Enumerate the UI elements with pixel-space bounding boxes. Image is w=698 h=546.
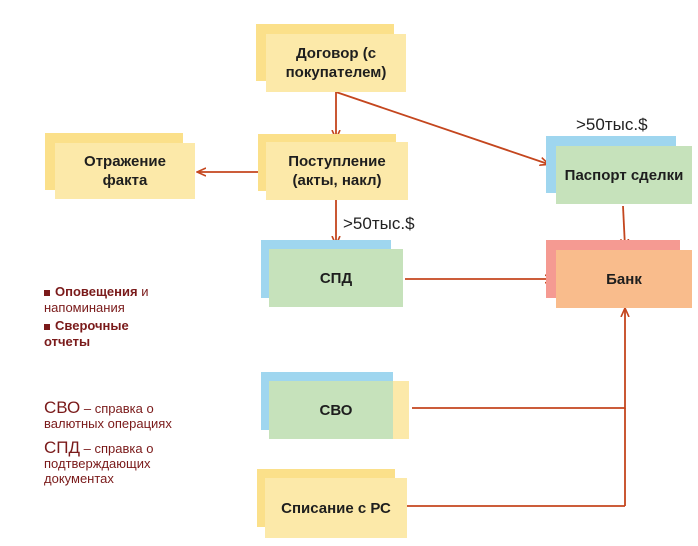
arrow-dogovor-to-pasport <box>335 91 548 164</box>
abbr-spd: СПД – справка о подтверждающих документа… <box>44 438 184 486</box>
bullet-icon <box>44 289 50 296</box>
abbr-svo-term: СВО <box>44 398 81 417</box>
node-pasport: Паспорт сделки <box>546 136 692 204</box>
node-otrazhenie-label: Отражение факта <box>55 143 195 199</box>
node-postuplenie-label: Поступление (акты, накл) <box>266 142 408 200</box>
node-svo: СВО <box>261 372 411 442</box>
node-postuplenie: Поступление (акты, накл) <box>258 134 410 200</box>
abbr-svo-def: – справка о валютных операциях <box>44 401 172 431</box>
node-spisanie-label: Списание с РС <box>265 478 407 538</box>
node-pasport-label: Паспорт сделки <box>556 146 692 204</box>
node-bank-label: Банк <box>556 250 692 308</box>
abbr-svo: СВО – справка о валютных операциях <box>44 398 194 431</box>
legend-notifications: Оповещения и напоминания <box>44 284 179 316</box>
node-spd-label: СПД <box>269 249 403 307</box>
legend-item1-bold: Оповещения <box>55 284 138 299</box>
node-dogovor: Договор (с покупателем) <box>256 24 408 92</box>
node-otrazhenie: Отражение факта <box>45 133 197 199</box>
legend-item1-rest: и напоминания <box>44 284 149 315</box>
legend-item2-bold: Сверочные отчеты <box>44 318 129 349</box>
arrow-svo-to-bank <box>412 309 625 409</box>
bullet-icon <box>44 323 50 330</box>
abbr-spd-term: СПД <box>44 438 81 457</box>
condition-spd-threshold: >50тыс.$ <box>343 214 415 233</box>
node-bank: Банк <box>546 240 692 308</box>
node-svo-label: СВО <box>269 381 403 439</box>
node-dogovor-label: Договор (с покупателем) <box>266 34 406 92</box>
node-spisanie: Списание с РС <box>257 469 409 539</box>
abbr-spd-def: – справка о подтверждающих документах <box>44 441 154 486</box>
condition-pasport-threshold: >50тыс.$ <box>576 115 648 134</box>
node-spd: СПД <box>261 240 407 310</box>
legend-reconciliation: Сверочные отчеты <box>44 318 164 350</box>
